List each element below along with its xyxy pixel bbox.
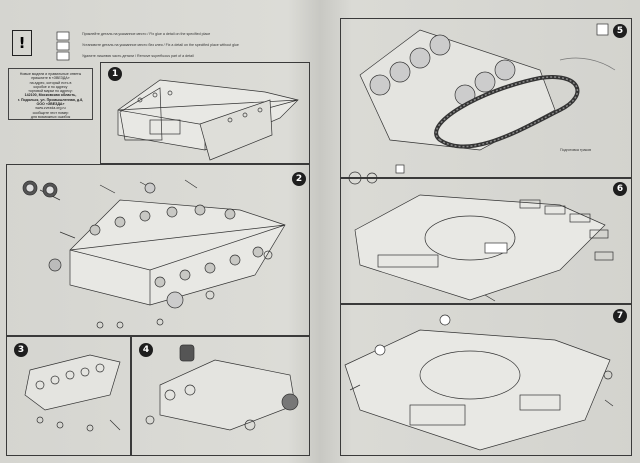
step7-engine-deck [344,314,614,451]
warning-icon: ! [12,30,32,56]
info-line: ООО «ЗВЕЗДА» [36,102,65,107]
info-line: коробке и по адресу [33,84,68,89]
info-line: для возможных ошибок [30,114,71,119]
panel-step-3 [6,336,131,456]
panel-step-4 [131,336,310,456]
info-line: на адрес, который есть в [29,80,72,85]
step3-suspension [24,354,121,432]
info-line: сообщите этот номер [32,110,69,115]
step-number-1: 1 [108,67,122,81]
info-line: торговой марки по адресу: [28,89,73,94]
step-number-5: 5 [613,24,627,38]
panel-step-7 [340,304,632,456]
step4-wheels [145,344,299,431]
contact-info-box: Новые модели и правильные ответы пришлит… [8,68,93,120]
no-glue-icon [56,41,70,51]
step5-tracks [348,29,616,185]
panel-step-6 [340,178,632,304]
panel-step-2 [6,164,310,336]
step1-hull [117,79,299,161]
panel-step-1 [100,62,310,164]
step-number-3: 3 [14,343,28,357]
info-line: 142100, Московская область, [24,93,77,98]
legend-line-noglue: Установите деталь на указанное место без… [82,43,239,47]
panel-step-5 [340,18,632,178]
info-line: www.zvezda.org.ru [35,106,66,111]
info-line: пришлите в «ЗВЕЗДА» [31,76,70,81]
track-note: Подготовка траков [560,148,592,152]
step6-upper-hull [354,194,614,302]
legend-line-remove: Удалите лишнюю часть детали / Remove sup… [82,54,194,58]
step2-hull-assembly [22,179,286,329]
legend-line-glue: Приклейте деталь на указанное место / Fi… [82,32,211,36]
info-line: Новые модели и правильные ответы [19,72,82,76]
cut-icon [56,51,70,61]
step-number-7: 7 [613,309,627,323]
puzzle-icon [596,23,609,36]
step-number-2: 2 [292,172,306,186]
glue-icon [56,31,70,41]
step-number-6: 6 [613,182,627,196]
info-line: г. Подольск, ул. Промышленная, д.8, [17,97,84,102]
step-number-4: 4 [139,343,153,357]
